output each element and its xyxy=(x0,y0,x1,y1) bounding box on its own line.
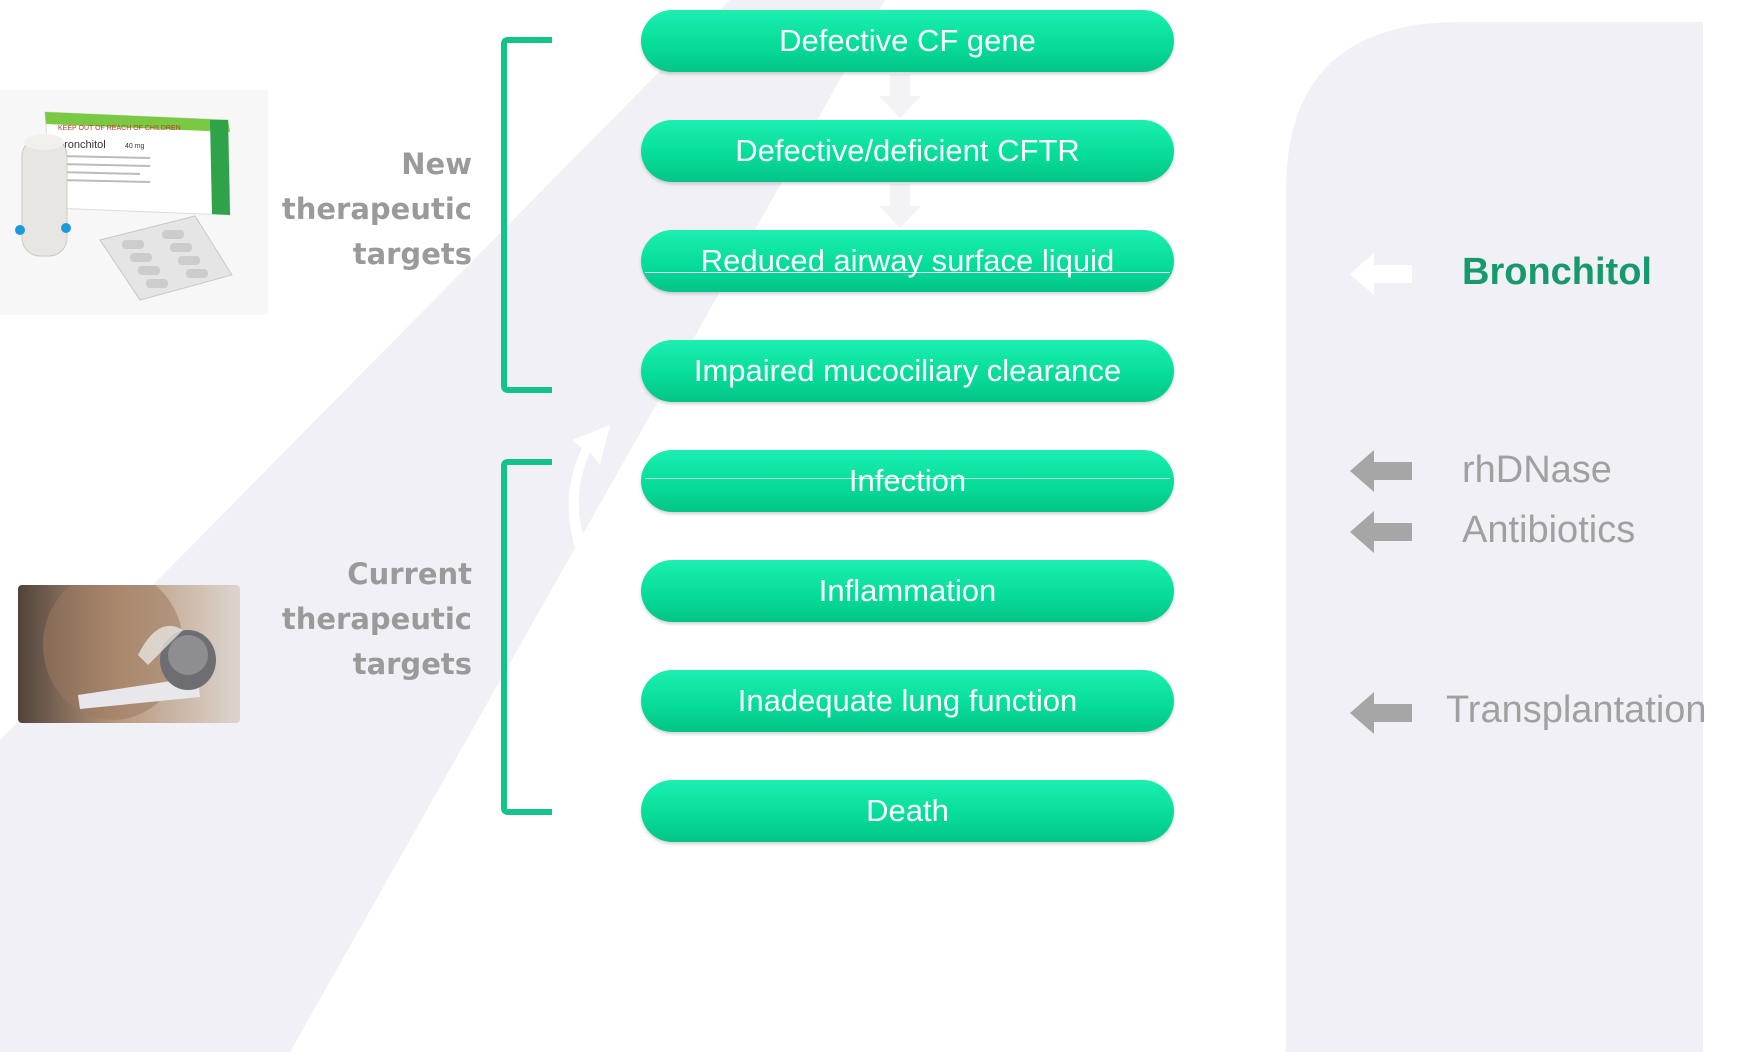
current-targets-line1: Current xyxy=(347,557,472,591)
step-label: Inadequate lung function xyxy=(737,683,1078,718)
step-label: Defective/deficient CFTR xyxy=(735,133,1080,168)
step-label: Defective CF gene xyxy=(779,23,1036,58)
current-targets-line2: therapeutic xyxy=(281,602,472,636)
step-label: Impaired mucociliary clearance xyxy=(693,353,1122,388)
current-targets-label: Current therapeutic targets xyxy=(260,552,472,687)
step-label: Infection xyxy=(848,463,967,498)
step-inflammation: Inflammation xyxy=(641,560,1174,622)
new-targets-line1: New xyxy=(401,147,472,181)
treatment-transplantation: Transplantation xyxy=(1446,689,1707,731)
bronchitol-product-image: KEEP OUT OF REACH OF CHILDREN bronchitol… xyxy=(0,90,268,315)
step-label: Reduced airway surface liquid xyxy=(700,243,1115,278)
treatment-rhdnase: rhDNase xyxy=(1462,449,1612,491)
left-arrow-icon xyxy=(1350,511,1412,553)
step-label: Inflammation xyxy=(818,573,997,608)
current-targets-line3: targets xyxy=(352,647,472,681)
treatment-bronchitol: Bronchitol xyxy=(1462,251,1652,293)
step-infection: Infection xyxy=(641,450,1174,512)
new-targets-line3: targets xyxy=(352,237,472,271)
left-arrow-icon xyxy=(1350,450,1412,492)
box-brand-text: bronchitol xyxy=(58,139,106,151)
nebulizer-patient-image xyxy=(18,585,240,723)
current-targets-bracket xyxy=(501,459,552,815)
step-impaired-mucociliary-clearance: Impaired mucociliary clearance xyxy=(641,340,1174,402)
left-arrow-icon xyxy=(1350,253,1412,295)
new-targets-label: New therapeutic targets xyxy=(260,142,472,277)
down-arrow-icon xyxy=(879,184,921,228)
treatment-antibiotics: Antibiotics xyxy=(1462,509,1636,551)
left-arrow-icon xyxy=(1350,692,1412,734)
step-death: Death xyxy=(641,780,1174,842)
new-targets-bracket xyxy=(501,37,552,393)
step-defective-cf-gene: Defective CF gene xyxy=(641,10,1174,72)
box-dose-text: 40 mg xyxy=(125,143,145,150)
step-label: Death xyxy=(866,793,949,828)
down-arrow-icon xyxy=(879,74,921,118)
step-reduced-airway-surface-liquid: Reduced airway surface liquid xyxy=(641,230,1174,292)
step-inadequate-lung-function: Inadequate lung function xyxy=(641,670,1174,732)
step-defective-cftr: Defective/deficient CFTR xyxy=(641,120,1174,182)
new-targets-line2: therapeutic xyxy=(281,192,472,226)
box-warning-text: KEEP OUT OF REACH OF CHILDREN xyxy=(58,125,181,132)
